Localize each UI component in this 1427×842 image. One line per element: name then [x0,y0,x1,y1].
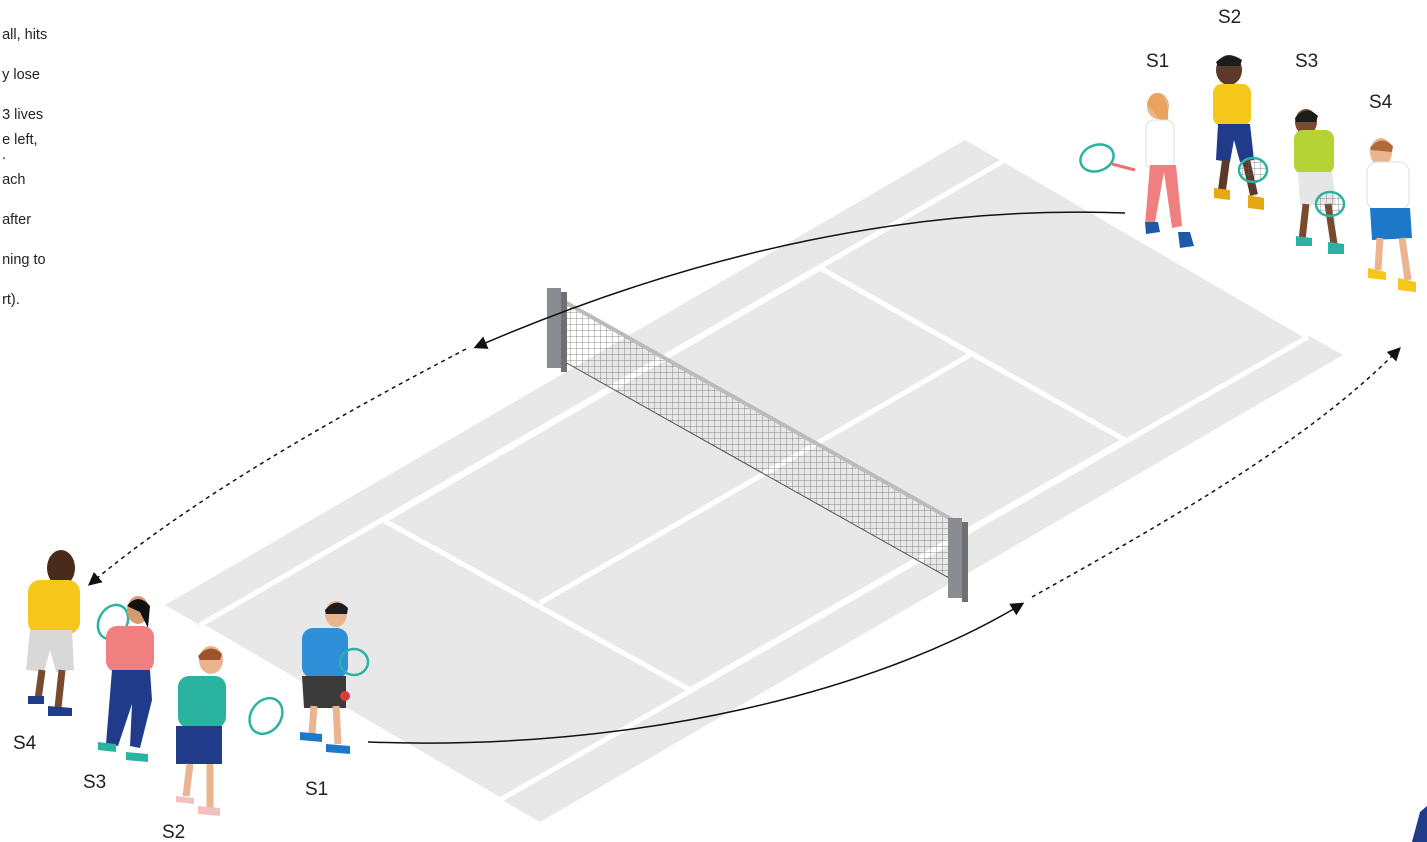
tennis-court [165,140,1343,822]
label-near-s3: S3 [83,772,106,793]
label-far-s3: S3 [1295,51,1318,72]
player-near-s2 [176,646,289,816]
corner-logo-fragment [1412,806,1427,842]
label-far-s4: S4 [1369,92,1393,113]
player-far-s2 [1213,55,1267,210]
label-near-s1: S1 [305,779,328,800]
player-far-s4 [1367,138,1416,292]
label-far-s1: S1 [1146,51,1169,72]
player-near-s3 [98,596,154,762]
label-far-s2: S2 [1218,7,1241,28]
label-near-s2: S2 [162,822,185,842]
label-near-s4: S4 [13,733,37,754]
net-post-right [948,518,968,602]
net-post-left [547,288,567,372]
player-far-s3 [1294,109,1344,254]
